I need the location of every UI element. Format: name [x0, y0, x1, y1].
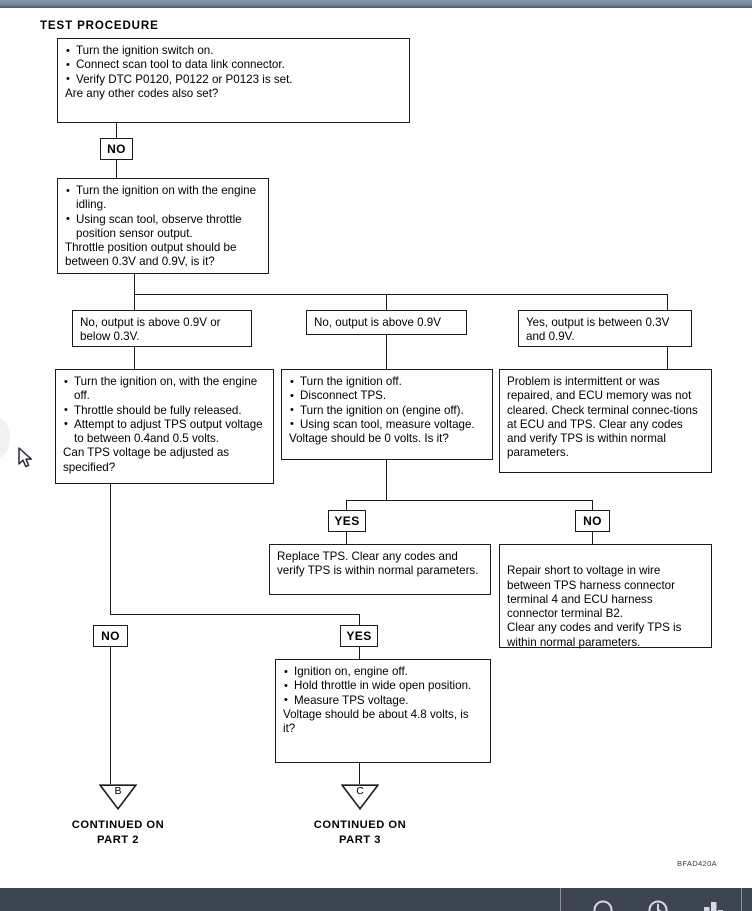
tag-no-mid: NO	[575, 510, 610, 532]
step2-bullet-1: Turn the ignition on with the engine idl…	[65, 184, 261, 213]
branch-right-text: Yes, output is between 0.3V and 0.9V.	[526, 316, 670, 344]
branch-right-box: Yes, output is between 0.3V and 0.9V.	[518, 310, 692, 347]
step1-bullet-list: Turn the ignition switch on. Connect sca…	[65, 43, 402, 87]
action-bottom-question: Voltage should be about 4.8 volts, is it…	[283, 707, 469, 736]
action-left-box: Turn the ignition on, with the engine of…	[55, 369, 274, 484]
action-bottom-bullet-list: Ignition on, engine off. Hold throttle i…	[283, 664, 483, 708]
connector-branchmid-to-actionmid	[386, 335, 388, 369]
action-left-bullet-3: Attempt to adjust TPS output voltage to …	[63, 417, 266, 447]
continued-on-part3-label: CONTINUED ON PART 3	[277, 818, 443, 848]
continued-b-line2: PART 2	[97, 834, 139, 846]
action-mid-bullet-list: Turn the ignition off. Disconnect TPS. T…	[289, 374, 485, 432]
action-bottom-bullet-1: Ignition on, engine off.	[283, 664, 483, 679]
tag-yes-left: YES	[340, 625, 378, 647]
action-mid-question: Voltage should be 0 volts. Is it?	[289, 432, 449, 446]
connector-bus-to-no-mid	[592, 500, 594, 510]
circle-outline-icon[interactable]	[592, 899, 614, 911]
connector-actionleft-down	[110, 484, 112, 615]
clock-icon[interactable]	[647, 899, 669, 911]
continued-c-line2: PART 3	[339, 834, 381, 846]
branch-mid-box: No, output is above 0.9V	[306, 310, 467, 335]
page-title: TEST PROCEDURE	[40, 20, 159, 32]
triangle-down-icon	[341, 784, 379, 810]
connector-actionmid-down	[386, 460, 388, 501]
repair-short-text: Repair short to voltage in wire between …	[507, 564, 682, 649]
left-edge-decoration	[0, 418, 10, 458]
connector-step2-down	[134, 274, 136, 295]
offpage-connector-b: B	[99, 784, 137, 810]
action-bottom-bullet-2: Hold throttle in wide open position.	[283, 679, 483, 694]
step2-bullet-list: Turn the ignition on with the engine idl…	[65, 184, 261, 241]
action-bottom-bullet-3: Measure TPS voltage.	[283, 693, 483, 708]
connector-yesleft-to-bottombox	[359, 647, 361, 659]
branch-left-text: No, output is above 0.9V or below 0.3V.	[80, 316, 221, 344]
step2-bullet-2: Using scan tool, observe throttle positi…	[65, 212, 261, 242]
offpage-connector-c: C	[341, 784, 379, 810]
split-bus-no-yes-bottom	[110, 614, 360, 616]
split-bus-three-way	[134, 294, 668, 296]
connector-yesmid-to-replace	[346, 532, 348, 544]
action-right-text: Problem is intermittent or was repaired,…	[507, 375, 698, 460]
action-mid-bullet-2: Disconnect TPS.	[289, 389, 485, 404]
action-left-question: Can TPS voltage be adjusted as specified…	[63, 446, 230, 474]
connector-noleft-to-connector-b	[110, 647, 112, 784]
action-bottom-box: Ignition on, engine off. Hold throttle i…	[275, 659, 491, 763]
continued-c-line1: CONTINUED ON	[313, 819, 407, 831]
step1-box: Turn the ignition switch on. Connect sca…	[57, 38, 410, 123]
action-left-bullet-list: Turn the ignition on, with the engine of…	[63, 375, 266, 446]
bottom-nav-icon-group	[575, 888, 741, 911]
continued-b-line1: CONTINUED ON	[71, 819, 165, 831]
split-bus-yes-no	[346, 500, 593, 502]
step2-question: Throttle position output should be betwe…	[65, 241, 237, 269]
action-right-box: Problem is intermittent or was repaired,…	[499, 369, 712, 473]
connector-step1-to-no	[116, 123, 118, 138]
connector-no-to-step2	[116, 160, 118, 178]
continued-on-part2-label: CONTINUED ON PART 2	[35, 818, 201, 848]
replace-tps-box: Replace TPS. Clear any codes and verify …	[269, 544, 491, 595]
top-app-bar	[0, 0, 752, 8]
bottom-bar-divider-right	[741, 888, 742, 911]
step1-question: Are any other codes also set?	[65, 86, 219, 100]
connector-bus-to-yes-left	[359, 614, 361, 625]
connector-bus-to-yes-mid	[346, 500, 348, 510]
action-left-bullet-2: Throttle should be fully released.	[63, 403, 266, 418]
offpage-connector-b-letter: B	[114, 785, 122, 797]
bar-chart-icon[interactable]	[702, 899, 724, 911]
replace-tps-text: Replace TPS. Clear any codes and verify …	[277, 550, 479, 578]
step1-bullet-2: Connect scan tool to data link connector…	[65, 58, 402, 73]
tag-no-left: NO	[93, 625, 128, 647]
connector-bus-to-branch-mid	[386, 294, 388, 311]
action-mid-bullet-1: Turn the ignition off.	[289, 374, 485, 389]
branch-mid-text: No, output is above 0.9V	[314, 315, 441, 329]
bottom-nav-bar	[0, 888, 752, 911]
step1-bullet-3: Verify DTC P0120, P0122 or P0123 is set.	[65, 72, 402, 87]
triangle-down-icon	[99, 784, 137, 810]
connector-bus-to-branch-left	[134, 294, 136, 311]
action-mid-bullet-4: Using scan tool, measure voltage.	[289, 417, 485, 432]
tag-no-step1: NO	[100, 138, 133, 160]
bottom-bar-divider-left	[560, 888, 561, 911]
step1-bullet-1: Turn the ignition switch on.	[65, 43, 402, 58]
action-mid-box: Turn the ignition off. Disconnect TPS. T…	[281, 369, 493, 460]
action-mid-bullet-3: Turn the ignition on (engine off).	[289, 403, 485, 418]
connector-branchleft-to-actionleft	[134, 347, 136, 369]
offpage-connector-c-letter: C	[356, 785, 364, 797]
action-left-bullet-1: Turn the ignition on, with the engine of…	[63, 375, 266, 404]
connector-nomid-to-repair	[592, 532, 594, 544]
figure-code: BFAD420A	[677, 859, 717, 868]
connector-bus-to-branch-right	[667, 294, 669, 311]
mouse-cursor	[18, 447, 32, 468]
tag-yes-mid: YES	[328, 510, 366, 532]
branch-left-box: No, output is above 0.9V or below 0.3V.	[72, 310, 252, 347]
step2-box: Turn the ignition on with the engine idl…	[57, 178, 269, 274]
repair-short-box: Repair short to voltage in wire between …	[499, 544, 712, 649]
connector-branchright-to-actionright	[667, 347, 669, 369]
connector-bottombox-to-connector-c	[359, 763, 361, 784]
